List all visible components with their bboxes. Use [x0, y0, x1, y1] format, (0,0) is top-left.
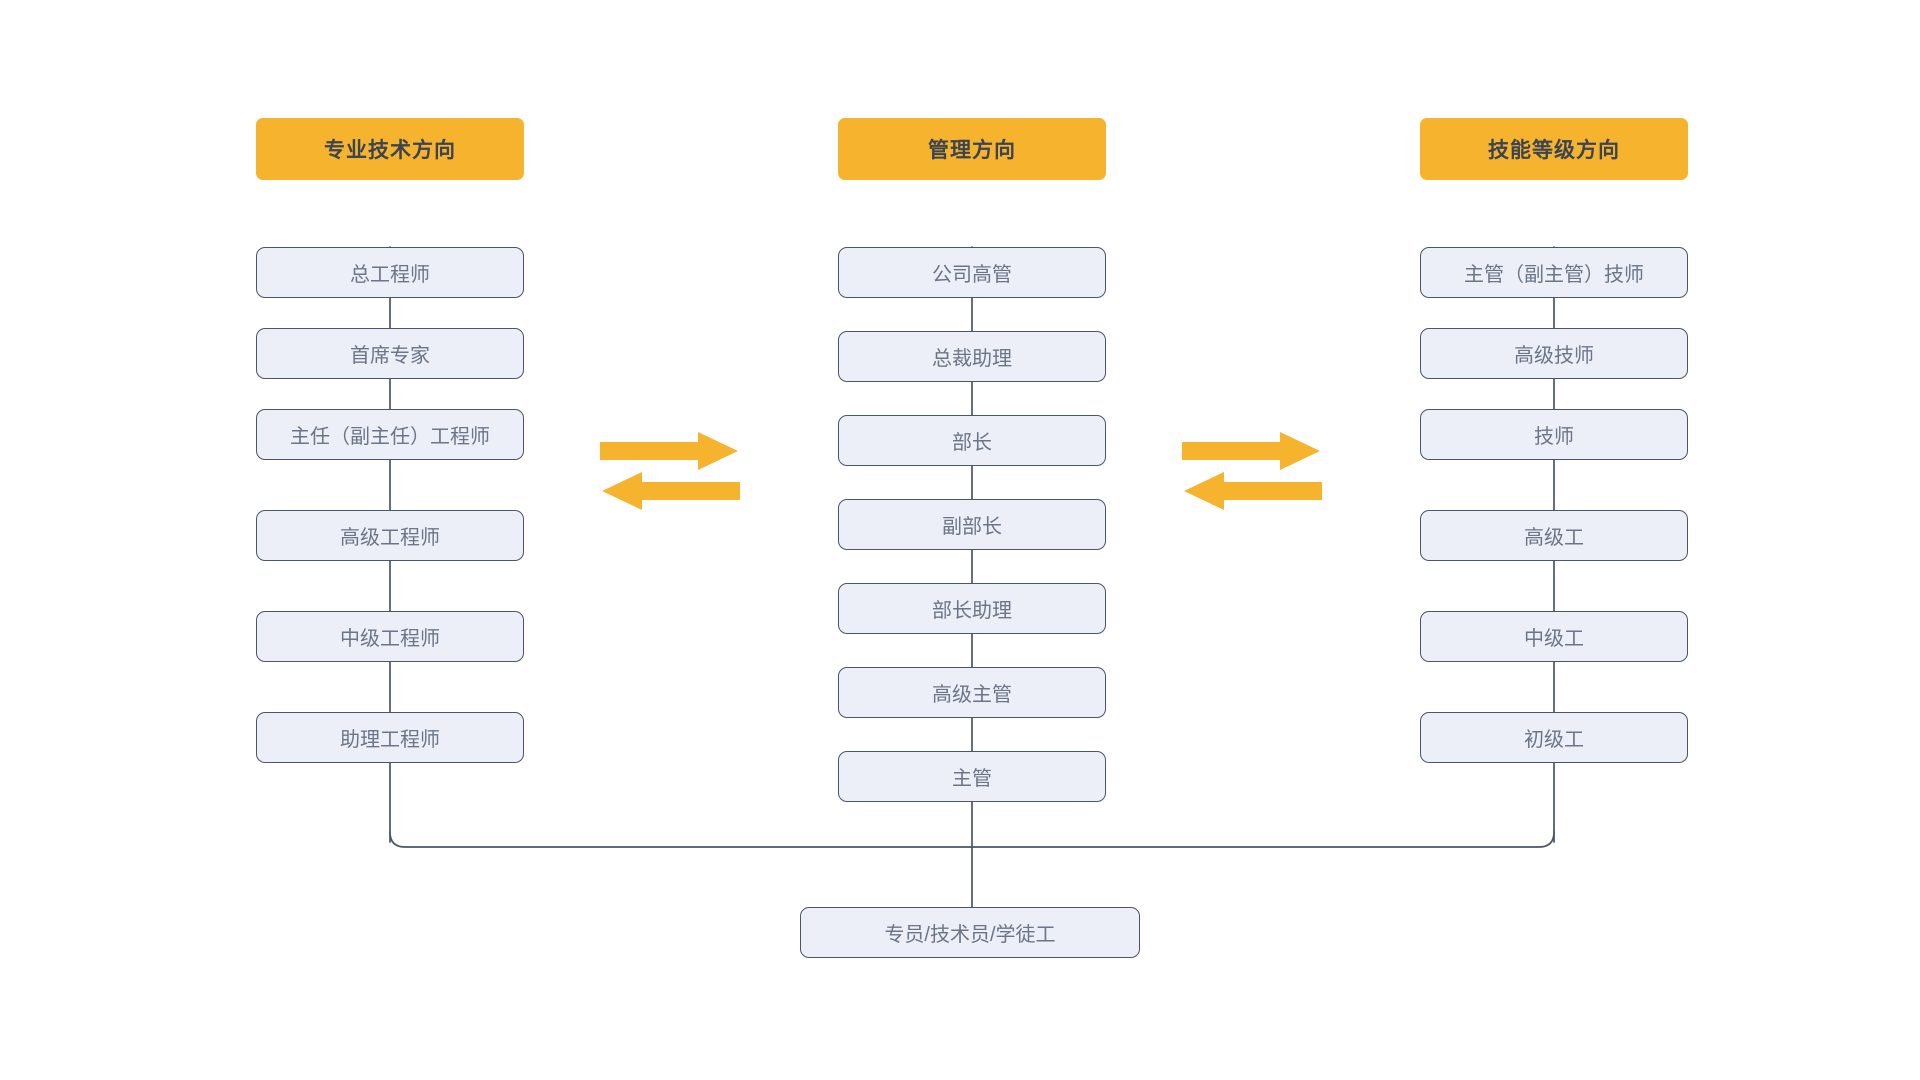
node-technical-2[interactable]: 主任（副主任）工程师 — [256, 409, 524, 460]
arrow-left-icon — [602, 472, 740, 510]
node-management-2[interactable]: 部长 — [838, 415, 1106, 466]
node-management-0[interactable]: 公司高管 — [838, 247, 1106, 298]
node-technical-4[interactable]: 中级工程师 — [256, 611, 524, 662]
node-technical-5[interactable]: 助理工程师 — [256, 712, 524, 763]
arrow-left-icon — [1184, 472, 1322, 510]
node-management-6[interactable]: 主管 — [838, 751, 1106, 802]
column-header-skill[interactable]: 技能等级方向 — [1420, 118, 1688, 180]
node-skill-4[interactable]: 中级工 — [1420, 611, 1688, 662]
node-technical-1[interactable]: 首席专家 — [256, 328, 524, 379]
column-header-management[interactable]: 管理方向 — [838, 118, 1106, 180]
node-skill-0[interactable]: 主管（副主管）技师 — [1420, 247, 1688, 298]
node-management-1[interactable]: 总裁助理 — [838, 331, 1106, 382]
arrow-right-icon — [600, 432, 738, 470]
column-skill: 技能等级方向 主管（副主管）技师 高级技师 技师 高级工 中级工 初级工 — [1420, 118, 1688, 763]
column-management: 管理方向 公司高管 总裁助理 部长 副部长 部长助理 高级主管 主管 — [838, 118, 1106, 802]
node-skill-1[interactable]: 高级技师 — [1420, 328, 1688, 379]
node-skill-3[interactable]: 高级工 — [1420, 510, 1688, 561]
node-skill-2[interactable]: 技师 — [1420, 409, 1688, 460]
connector-merge-bus — [389, 831, 1555, 848]
node-technical-3[interactable]: 高级工程师 — [256, 510, 524, 561]
arrow-right-icon — [1182, 432, 1320, 470]
node-entry-level[interactable]: 专员/技术员/学徒工 — [800, 907, 1140, 958]
exchange-arrows-technical-management — [600, 432, 740, 510]
node-management-5[interactable]: 高级主管 — [838, 667, 1106, 718]
column-header-technical[interactable]: 专业技术方向 — [256, 118, 524, 180]
column-technical: 专业技术方向 总工程师 首席专家 主任（副主任）工程师 高级工程师 中级工程师 … — [256, 118, 524, 763]
node-skill-5[interactable]: 初级工 — [1420, 712, 1688, 763]
node-management-3[interactable]: 副部长 — [838, 499, 1106, 550]
node-technical-0[interactable]: 总工程师 — [256, 247, 524, 298]
exchange-arrows-management-skill — [1182, 432, 1322, 510]
node-management-4[interactable]: 部长助理 — [838, 583, 1106, 634]
